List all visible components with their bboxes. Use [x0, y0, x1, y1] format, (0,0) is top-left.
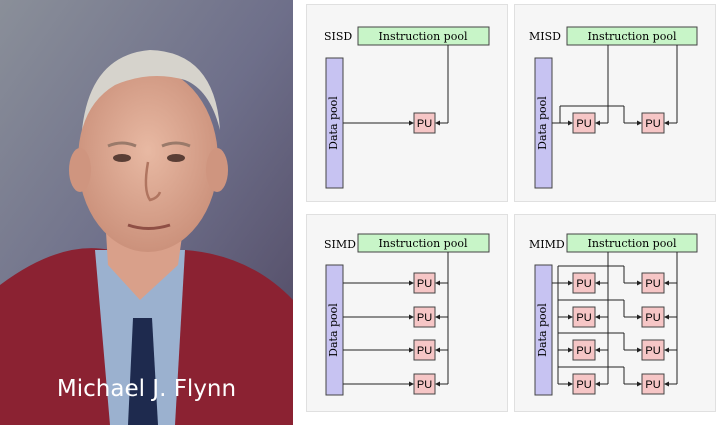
misd-pu-2: [641, 112, 665, 134]
misd-label: MISD: [529, 30, 561, 43]
mimd-pu-4a-label: PU: [576, 379, 591, 391]
mimd-pu-row-2: PU PU: [558, 299, 677, 328]
simd-instruction-pool: [357, 233, 490, 253]
mimd-instruction-pool: [566, 233, 698, 253]
mimd-diagram: MIMD Instruction pool Data pool PU PU: [514, 214, 716, 412]
simd-pu-4-label: PU: [417, 379, 432, 391]
misd-diagram: MISD Instruction pool Data pool PU PU: [514, 4, 716, 202]
sisd-data-pool-label: Data pool: [327, 96, 340, 150]
mimd-pu-2a-label: PU: [576, 312, 591, 324]
misd-pu-1: [572, 112, 596, 134]
simd-pu-2-label: PU: [417, 312, 432, 324]
simd-label: SIMD: [324, 238, 356, 251]
simd-diagram: SIMD Instruction pool Data pool PU PU: [306, 214, 508, 412]
sisd-instruction-pool-label: Instruction pool: [379, 30, 468, 43]
mimd-pu-row-3: PU PU: [558, 332, 677, 361]
mimd-pu-row-4: PU PU: [558, 366, 677, 395]
mimd-pu-4b-label: PU: [645, 379, 660, 391]
sisd-instruction-pool: [357, 26, 490, 46]
mimd-pu-row-1: PU PU: [552, 265, 677, 294]
simd-pu-row-4: PU: [343, 373, 448, 395]
mimd-pu-1b-label: PU: [645, 278, 660, 290]
simd-pu-row-2: PU: [343, 306, 448, 328]
mimd-instruction-pool-label: Instruction pool: [588, 237, 677, 250]
misd-pu-1-label: PU: [576, 118, 591, 130]
mimd-pu-3a-label: PU: [576, 345, 591, 357]
mimd-pu-2b-label: PU: [645, 312, 660, 324]
sisd-diagram: SISD Instruction pool Data pool PU: [306, 4, 508, 202]
misd-instruction-pool: [566, 26, 698, 46]
simd-pu-row-1: PU: [343, 272, 448, 294]
misd-instruction-pool-label: Instruction pool: [588, 30, 677, 43]
sisd-label: SISD: [324, 30, 352, 43]
photo-caption: Michael J. Flynn: [56, 376, 237, 402]
sisd-pu-label: PU: [417, 118, 432, 130]
misd-pu-2-label: PU: [645, 118, 660, 130]
mimd-pu-1a-label: PU: [576, 278, 591, 290]
mimd-data-pool: [534, 264, 553, 396]
simd-instruction-pool-label: Instruction pool: [379, 237, 468, 250]
simd-data-pool-label: Data pool: [327, 303, 340, 357]
simd-pu-row-3: PU: [343, 339, 448, 361]
simd-pu-1-label: PU: [417, 278, 432, 290]
mimd-data-pool-label: Data pool: [536, 303, 549, 357]
simd-pu-3-label: PU: [417, 345, 432, 357]
mimd-pu-3b-label: PU: [645, 345, 660, 357]
misd-data-pool-label: Data pool: [536, 96, 549, 150]
simd-data-pool: [325, 264, 344, 396]
mimd-label: MIMD: [529, 238, 565, 251]
sisd-pu: [413, 112, 436, 134]
portrait-photo: Michael J. Flynn: [0, 0, 293, 425]
